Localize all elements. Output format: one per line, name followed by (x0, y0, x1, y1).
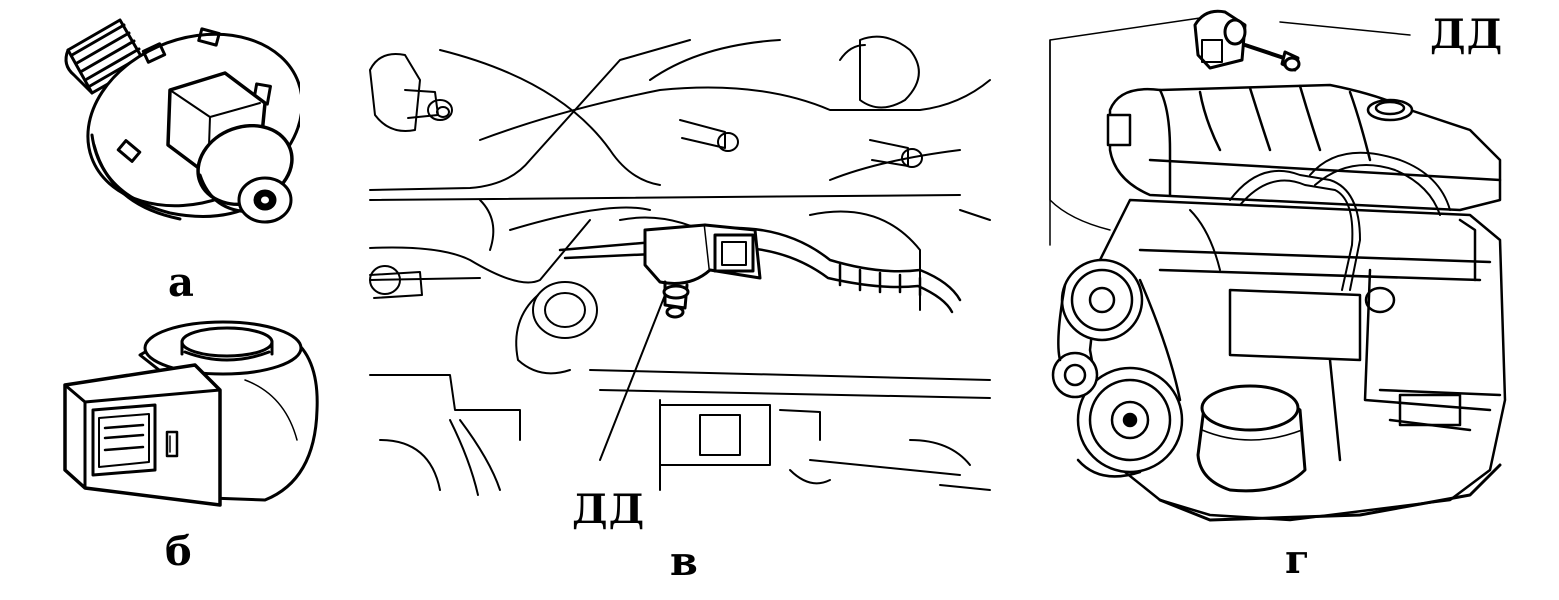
upper-studs (370, 37, 922, 167)
panel-b-label: б (165, 528, 192, 575)
lower-frame (370, 370, 990, 495)
panel-v: ДД в (360, 20, 1000, 590)
panel-g-callout: ДД (1430, 11, 1504, 58)
panel-g: ДД г (1030, 0, 1555, 590)
panel-b: б (45, 310, 335, 590)
ignition-wires (1190, 153, 1450, 290)
panel-a: а (50, 5, 300, 305)
thread-stud (66, 20, 145, 93)
center-bore (182, 328, 272, 356)
panel-g-label: г (1285, 536, 1310, 583)
panel-a-label: а (168, 259, 194, 306)
threaded-knock-sensor-drawing (50, 5, 300, 245)
callout-leader (600, 295, 665, 460)
panel-v-label: в (670, 538, 698, 585)
oil-pan (1160, 465, 1500, 520)
panel-v-callout: ДД (572, 486, 646, 533)
mount-boss-left (370, 266, 400, 294)
engine-block-closeup-drawing (360, 20, 1000, 520)
engine-block (1090, 200, 1505, 520)
sensor-exploded (1195, 11, 1299, 70)
broadband-knock-sensor-drawing (45, 310, 335, 520)
mount-boss-center (533, 282, 597, 338)
intake-manifold (1108, 85, 1500, 210)
mounted-knock-sensor (645, 225, 760, 317)
engine-drawing (1030, 0, 1555, 540)
casting-contours (370, 40, 990, 310)
oil-filter (1198, 386, 1305, 491)
pulleys-belt (1053, 260, 1182, 476)
